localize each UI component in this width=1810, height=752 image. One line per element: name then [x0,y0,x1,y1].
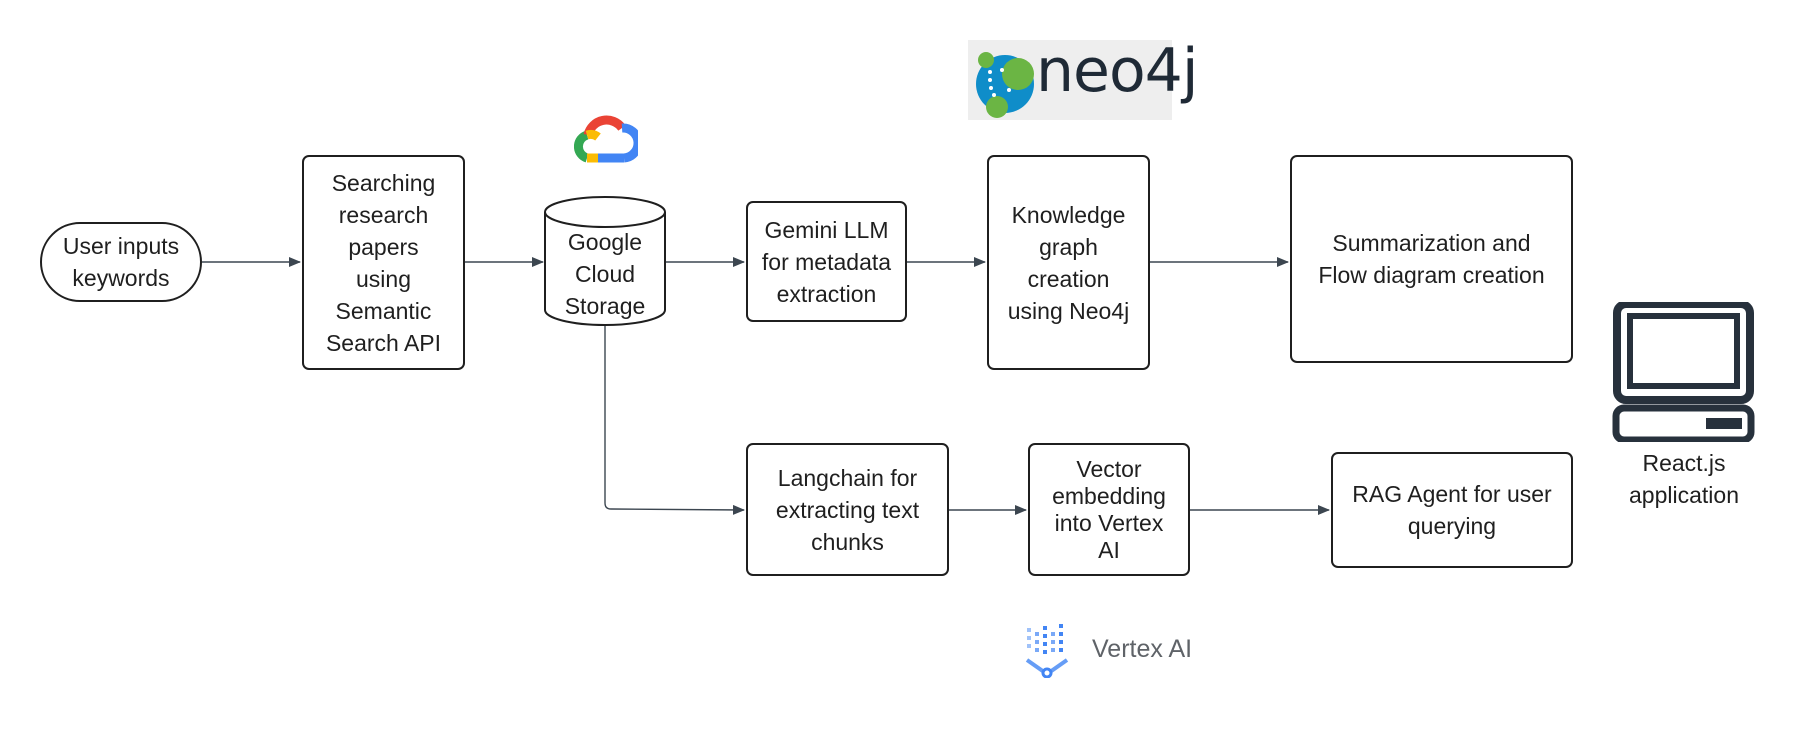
neo4j-wordmark: neo4j [1036,36,1198,106]
google-cloud-icon [574,115,638,163]
node-langchain: Langchain for extracting text chunks [746,443,949,576]
node-summarization: Summarization and Flow diagram creation [1290,155,1573,363]
vertex-ai-wordmark: Vertex AI [1092,635,1193,663]
node-searching-papers: Searching research papers using Semantic… [302,155,465,370]
node-vector-embedding: Vector embedding into Vertex AI [1028,443,1190,576]
computer-icon [1612,302,1755,442]
gcs-cylinder [544,196,666,326]
node-google-cloud-storage: Google Cloud Storage [564,229,646,319]
node-user-inputs: User inputs keywords [40,222,202,302]
neo4j-icon [976,52,1034,118]
node-gemini-llm: Gemini LLM for metadata extraction [746,201,907,322]
vertex-ai-icon [1025,624,1069,678]
neo4j-logo: neo4j [968,36,1198,120]
node-knowledge-graph: Knowledge graph creation using Neo4j [987,155,1150,370]
arrow-gcs-to-langchain [604,326,745,515]
node-rag-agent: RAG Agent for user querying [1331,452,1573,568]
app-label: React.js application [1629,450,1739,508]
